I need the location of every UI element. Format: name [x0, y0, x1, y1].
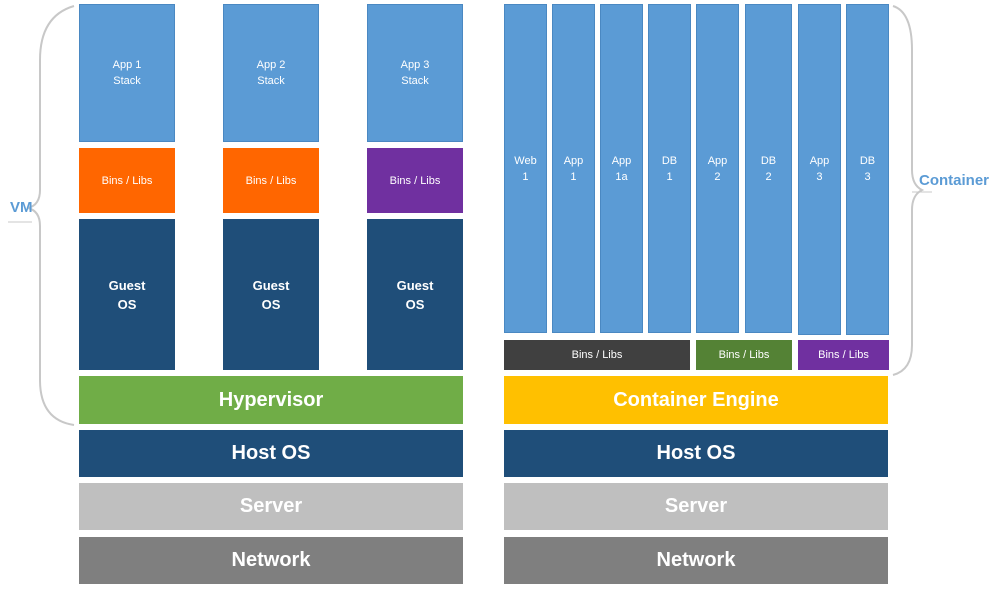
- container-app-1: App 1: [552, 4, 595, 333]
- vm-label: VM: [10, 199, 33, 216]
- container-network-layer: Network: [504, 537, 888, 584]
- container-app-3: App 3: [798, 4, 841, 335]
- vm-bins-libs-3: Bins / Libs: [367, 148, 463, 213]
- container-brace: [892, 5, 925, 376]
- vm-app-1-stack: App 1 Stack: [79, 4, 175, 142]
- vm-guest-os-3: Guest OS: [367, 219, 463, 370]
- container-bins-libs-1: Bins / Libs: [504, 340, 690, 370]
- vm-host-os-layer: Host OS: [79, 430, 463, 477]
- container-server-layer: Server: [504, 483, 888, 530]
- container-db-2: DB 2: [745, 4, 792, 333]
- container-bins-libs-3: Bins / Libs: [798, 340, 889, 370]
- vm-bins-libs-1: Bins / Libs: [79, 148, 175, 213]
- container-app-1a: App 1a: [600, 4, 643, 333]
- container-db-3: DB 3: [846, 4, 889, 335]
- vm-guest-os-1: Guest OS: [79, 219, 175, 370]
- container-host-os-layer: Host OS: [504, 430, 888, 477]
- vm-brace: [27, 5, 75, 426]
- hypervisor-layer: Hypervisor: [79, 376, 463, 424]
- vm-app-2-stack: App 2 Stack: [223, 4, 319, 142]
- vm-bins-libs-2: Bins / Libs: [223, 148, 319, 213]
- container-app-2: App 2: [696, 4, 739, 333]
- container-label: Container: [919, 172, 990, 189]
- vm-server-layer: Server: [79, 483, 463, 530]
- container-web-1: Web 1: [504, 4, 547, 333]
- container-engine-layer: Container Engine: [504, 376, 888, 424]
- container-bins-libs-2: Bins / Libs: [696, 340, 792, 370]
- container-db-1: DB 1: [648, 4, 691, 333]
- vm-network-layer: Network: [79, 537, 463, 584]
- vm-app-3-stack: App 3 Stack: [367, 4, 463, 142]
- vm-guest-os-2: Guest OS: [223, 219, 319, 370]
